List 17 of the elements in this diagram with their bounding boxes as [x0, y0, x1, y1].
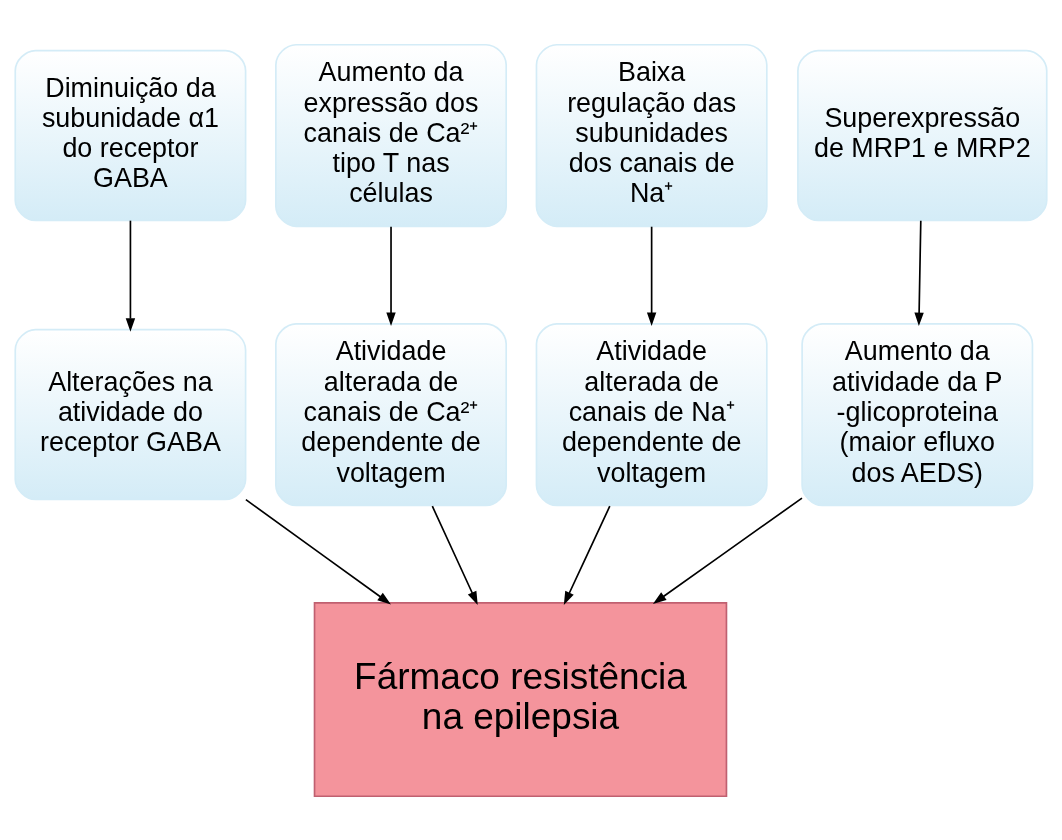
node-box: Fármaco resistência na epilepsia — [313, 601, 728, 797]
arrow — [431, 504, 478, 605]
node-box: Diminuição da subunidade α1 do receptor GABA — [14, 49, 247, 221]
arrow — [563, 504, 611, 605]
arrow — [386, 225, 396, 326]
node-box: Aumento da atividade da P-glicoproteina (maior efluxo dos AEDS) — [801, 322, 1034, 506]
node-box: Atividade alterada de canais de Ca²⁺ dependente de voltagem — [275, 322, 508, 506]
arrow — [125, 219, 136, 332]
node-box: Aumento da expressão dos canais de Ca²⁺ tipo T nas células — [275, 43, 508, 227]
node-box: Superexpressão de MRP1 e MRP2 — [797, 49, 1048, 221]
arrow — [914, 219, 924, 326]
arrow — [245, 498, 391, 604]
node-box: Baixa regulação das subunidades dos canais de Na⁺ — [535, 43, 768, 227]
node-box: Alterações na atividade do receptor GABA — [14, 328, 247, 500]
arrow — [652, 496, 803, 604]
node-box: Atividade alterada de canais de Na⁺ dependente de voltagem — [535, 322, 768, 506]
arrow — [646, 225, 657, 326]
